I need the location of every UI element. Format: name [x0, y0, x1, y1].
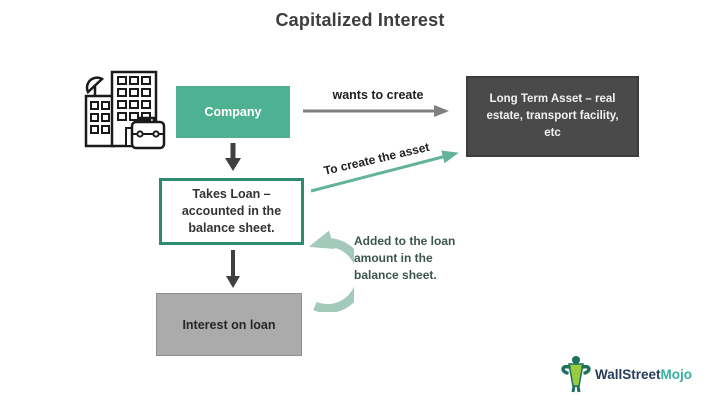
wallstreetmojo-logo-icon — [561, 356, 591, 393]
page-title: Capitalized Interest — [275, 10, 445, 30]
right-arrow-icon — [303, 105, 449, 117]
diagonal-arrow-icon — [310, 150, 459, 193]
down-arrow-icon — [225, 143, 241, 171]
takes-loan-label: Takes Loan – accounted in the balance sh… — [181, 187, 282, 235]
interest-on-loan-label: Interest on loan — [182, 317, 276, 332]
interest-on-loan-node: Interest on loan — [156, 293, 302, 356]
added-to-loan-label: Added to the loan amount in the balance … — [354, 234, 456, 282]
company-node: Company — [176, 86, 290, 138]
takes-loan-node: Takes Loan – accounted in the balance sh… — [159, 178, 304, 245]
wallstreetmojo-logo: WallStreetMojo — [560, 354, 692, 394]
wallstreetmojo-logo-text: WallStreetMojo — [595, 367, 692, 382]
curved-arrow-icon — [308, 230, 354, 312]
long-term-asset-label: Long Term Asset – real estate, transport… — [486, 93, 619, 139]
wants-to-create-label: wants to create — [332, 88, 424, 102]
logo-text-wallstreet: WallStreet — [595, 366, 661, 382]
down-arrow-icon — [226, 250, 240, 288]
logo-text-mojo: Mojo — [660, 366, 693, 382]
company-label: Company — [204, 105, 262, 119]
building-icon — [84, 70, 166, 150]
long-term-asset-node: Long Term Asset – real estate, transport… — [466, 76, 639, 157]
